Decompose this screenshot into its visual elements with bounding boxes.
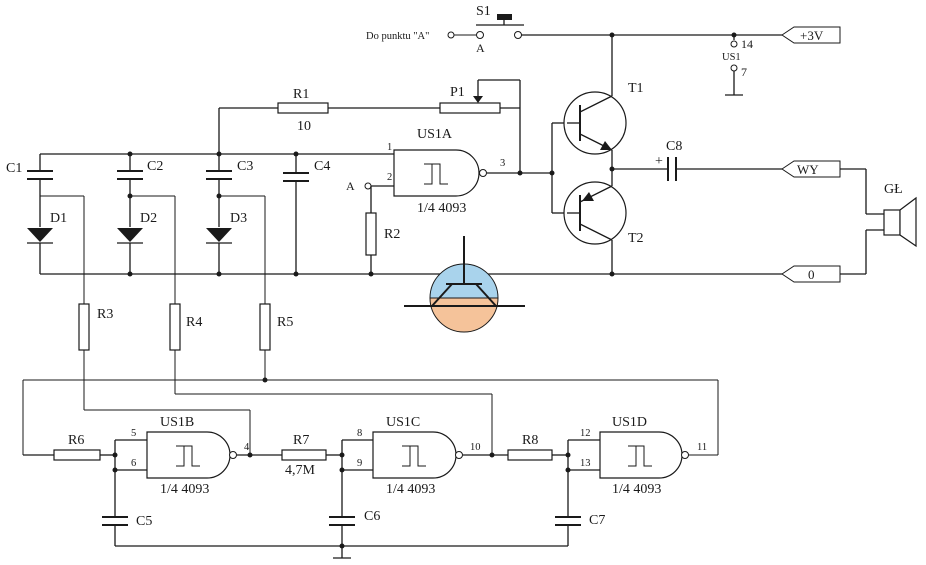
ground-rail: 0: [40, 230, 867, 283]
us1b-label: US1B: [160, 415, 194, 430]
us1a-pin2: 2: [387, 172, 392, 183]
resistor-r6: [53, 449, 101, 461]
r4-label: R4: [186, 315, 202, 330]
us1b-pin6: 6: [131, 458, 136, 469]
us1c-pin10: 10: [470, 442, 481, 453]
feedback-bus: [22, 379, 719, 456]
c4-label: C4: [314, 159, 330, 174]
diode-d3: [206, 228, 232, 242]
resistor-r7: [281, 449, 327, 461]
c5-label: C5: [136, 514, 152, 529]
resistor-r1: [277, 102, 329, 114]
us1-pin14-label: 14: [741, 37, 753, 51]
r3-label: R3: [97, 307, 113, 322]
r1-label: R1: [293, 87, 309, 102]
t2-label: T2: [628, 231, 644, 246]
mixer-resistors: R3 R4 R5: [78, 303, 493, 455]
resistor-r4: [169, 303, 181, 351]
c8-label: C8: [666, 139, 682, 154]
c8-plus: +: [655, 154, 663, 169]
us1c-type: 1/4 4093: [386, 482, 435, 497]
r8-label: R8: [522, 433, 538, 448]
us1b-pin4: 4: [244, 442, 250, 453]
transistor-logo-icon: [404, 236, 525, 333]
us1d-pin12: 12: [580, 428, 591, 439]
point-a-text: Do punktu "A": [366, 31, 429, 42]
speaker-label: GŁ: [884, 182, 903, 197]
us1b-type: 1/4 4093: [160, 482, 209, 497]
resistor-r5: [259, 303, 271, 351]
r1-value: 10: [297, 119, 311, 134]
us1-power-label: US1: [722, 52, 741, 63]
wy-terminal-label: WY: [797, 162, 819, 177]
capacitor-diode-bank: C1 D1 C2 D2 C3 D3: [6, 151, 394, 304]
d2-label: D2: [140, 211, 157, 226]
speaker-gl: [883, 209, 901, 236]
diode-d2: [117, 228, 143, 242]
s1-a-label: A: [476, 41, 485, 55]
a-input-label: A: [346, 179, 355, 193]
r5-label: R5: [277, 315, 293, 330]
us1c-label: US1C: [386, 415, 420, 430]
c6-label: C6: [364, 509, 380, 524]
us1c-pin9: 9: [357, 458, 362, 469]
c7-label: C7: [589, 513, 605, 528]
d3-label: D3: [230, 211, 247, 226]
r6-label: R6: [68, 433, 84, 448]
r1-p1-network: R1 10 P1: [218, 79, 521, 173]
resistor-r2: [365, 212, 377, 256]
us1-pin7-label: 7: [741, 65, 747, 79]
us1c-pin8: 8: [357, 428, 362, 439]
us1a-pin1: 1: [387, 142, 392, 153]
r7-label: R7: [293, 433, 309, 448]
c1-label: C1: [6, 161, 22, 176]
resistor-r8: [507, 449, 553, 461]
oscillator-chain: R6 C5 US1B 1/4 4093 5 6 4 R7 4,7M: [23, 415, 707, 559]
plus3v-terminal: [781, 26, 841, 44]
us1d-pin11: 11: [697, 442, 707, 453]
diode-d1: [27, 228, 53, 242]
p1-label: P1: [450, 85, 465, 100]
t1-label: T1: [628, 81, 644, 96]
us1a-label: US1A: [417, 127, 453, 142]
r2-label: R2: [384, 227, 400, 242]
c2-label: C2: [147, 159, 163, 174]
d1-label: D1: [50, 211, 67, 226]
gate-us1a: US1A 1/4 4093 1 2 3 A R2: [346, 127, 555, 274]
plus3v-label: +3V: [800, 28, 824, 43]
us1b-pin5: 5: [131, 428, 136, 439]
potentiometer-p1: [439, 102, 501, 114]
us1d-label: US1D: [612, 415, 647, 430]
s1-label: S1: [476, 4, 491, 19]
us1d-type: 1/4 4093: [612, 482, 661, 497]
switch-s1: S1 A Do punktu "A": [366, 4, 524, 55]
us1d-pin13: 13: [580, 458, 591, 469]
resistor-r3: [78, 303, 90, 351]
supply-line: +3V 14 US1 7: [520, 26, 841, 96]
c3-label: C3: [237, 159, 253, 174]
r7-value: 4,7M: [285, 463, 316, 478]
ground-terminal-label: 0: [808, 267, 815, 282]
output-stage: T1 T2 C8 + WY GŁ: [551, 81, 917, 274]
us1a-type: 1/4 4093: [417, 201, 466, 216]
us1a-pin3: 3: [500, 158, 505, 169]
